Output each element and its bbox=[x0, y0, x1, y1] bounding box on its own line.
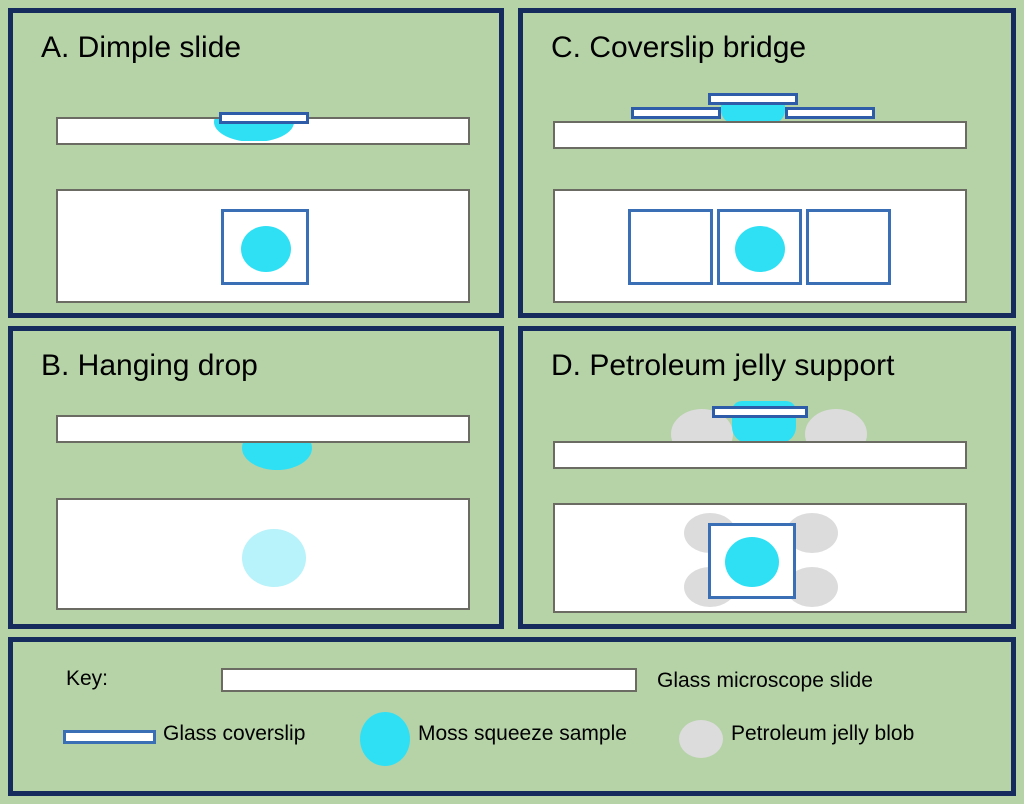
panel-a-title: A. Dimple slide bbox=[41, 31, 242, 64]
panel-b-title: B. Hanging drop bbox=[41, 349, 258, 382]
glass-coverslip-bridge-side-c bbox=[708, 93, 798, 105]
key-label-glass-slide: Glass microscope slide bbox=[657, 669, 873, 692]
panel-petroleum-jelly-support: D. Petroleum jelly support bbox=[518, 326, 1016, 629]
key-label-moss-sample: Moss squeeze sample bbox=[418, 722, 627, 745]
panel-b-drop-clip bbox=[56, 441, 470, 471]
key-label-petroleum-jelly: Petroleum jelly blob bbox=[731, 722, 915, 745]
glass-coverslip-swatch bbox=[63, 730, 156, 744]
panel-dimple-slide: A. Dimple slide bbox=[8, 8, 504, 318]
panel-a-sample-visible-clip bbox=[58, 119, 468, 141]
glass-coverslip-right-side-c bbox=[785, 107, 875, 119]
panel-hanging-drop: B. Hanging drop bbox=[8, 326, 504, 629]
panel-c-title: C. Coverslip bridge bbox=[551, 31, 807, 64]
glass-coverslip-right-top-c bbox=[806, 209, 891, 285]
glass-coverslip-bridge-top-c bbox=[717, 209, 802, 285]
glass-coverslip-left-top-c bbox=[628, 209, 713, 285]
glass-coverslip-left-side-c bbox=[631, 107, 721, 119]
petroleum-jelly-swatch bbox=[679, 720, 723, 758]
glass-slide-side-c bbox=[553, 121, 967, 149]
glass-slide-swatch bbox=[221, 668, 637, 692]
panel-coverslip-bridge: C. Coverslip bridge bbox=[518, 8, 1016, 318]
sample-top-c bbox=[735, 226, 785, 272]
panel-d-title: D. Petroleum jelly support bbox=[551, 349, 895, 382]
glass-coverslip-side-d bbox=[712, 406, 808, 418]
key-panel: Key: Glass microscope slide Glass covers… bbox=[8, 637, 1016, 796]
glass-coverslip-side-a bbox=[219, 112, 309, 124]
key-label-glass-coverslip: Glass coverslip bbox=[163, 722, 306, 745]
sample-side-a-visible bbox=[214, 119, 294, 141]
glass-slide-side-b bbox=[56, 415, 470, 443]
sample-top-b bbox=[242, 529, 306, 587]
glass-coverslip-top-a bbox=[221, 209, 309, 285]
moss-sample-swatch bbox=[360, 712, 410, 766]
sample-top-d bbox=[725, 537, 779, 587]
sample-side-b bbox=[242, 441, 312, 470]
sample-top-a bbox=[241, 226, 291, 272]
key-title: Key: bbox=[66, 667, 109, 690]
glass-slide-side-d bbox=[553, 441, 967, 469]
petroleum-jelly-right-side-d bbox=[805, 409, 867, 443]
